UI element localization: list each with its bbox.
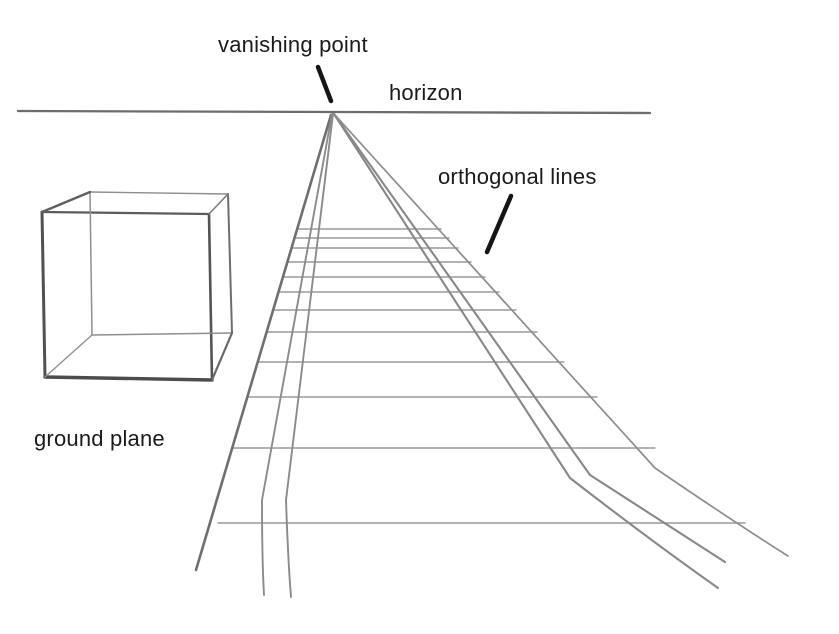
cube-edge-front-left xyxy=(40,210,47,379)
cube-edge-front-top xyxy=(40,210,211,216)
orthogonal-right-outer-edge xyxy=(334,114,789,557)
cube-edge-connector-top-right xyxy=(208,193,229,215)
pointer-orthogonal-pointer xyxy=(484,193,514,255)
cube-edge-connector-bottom-right xyxy=(210,331,234,382)
pointer-vanishing-point-tick xyxy=(315,64,334,104)
label-horizon: horizon xyxy=(389,80,463,105)
cube-edge-back-left xyxy=(89,191,93,336)
orthogonal-left-rail-inner xyxy=(285,113,334,598)
orthogonal-left-outer-edge xyxy=(194,113,333,572)
label-ground-plane: ground plane xyxy=(34,426,165,451)
cube-edge-front-right xyxy=(207,212,214,382)
orthogonal-right-rail-inner xyxy=(332,112,720,590)
cube-edge-back-top xyxy=(89,191,229,195)
label-orthogonal-lines: orthogonal lines xyxy=(438,164,597,189)
cube-edge-connector-bottom-left xyxy=(44,334,93,378)
orthogonal-right-rail-outer xyxy=(332,112,727,564)
cube-edge-front-bottom xyxy=(43,375,214,382)
cube-edge-back-bottom xyxy=(91,332,233,336)
horizon-line xyxy=(16,109,652,115)
cube-edge-connector-top-left xyxy=(40,190,92,214)
cube-edge-back-right xyxy=(227,193,233,334)
orthogonal-left-rail-outer xyxy=(261,113,333,596)
label-vanishing-point: vanishing point xyxy=(218,32,368,57)
